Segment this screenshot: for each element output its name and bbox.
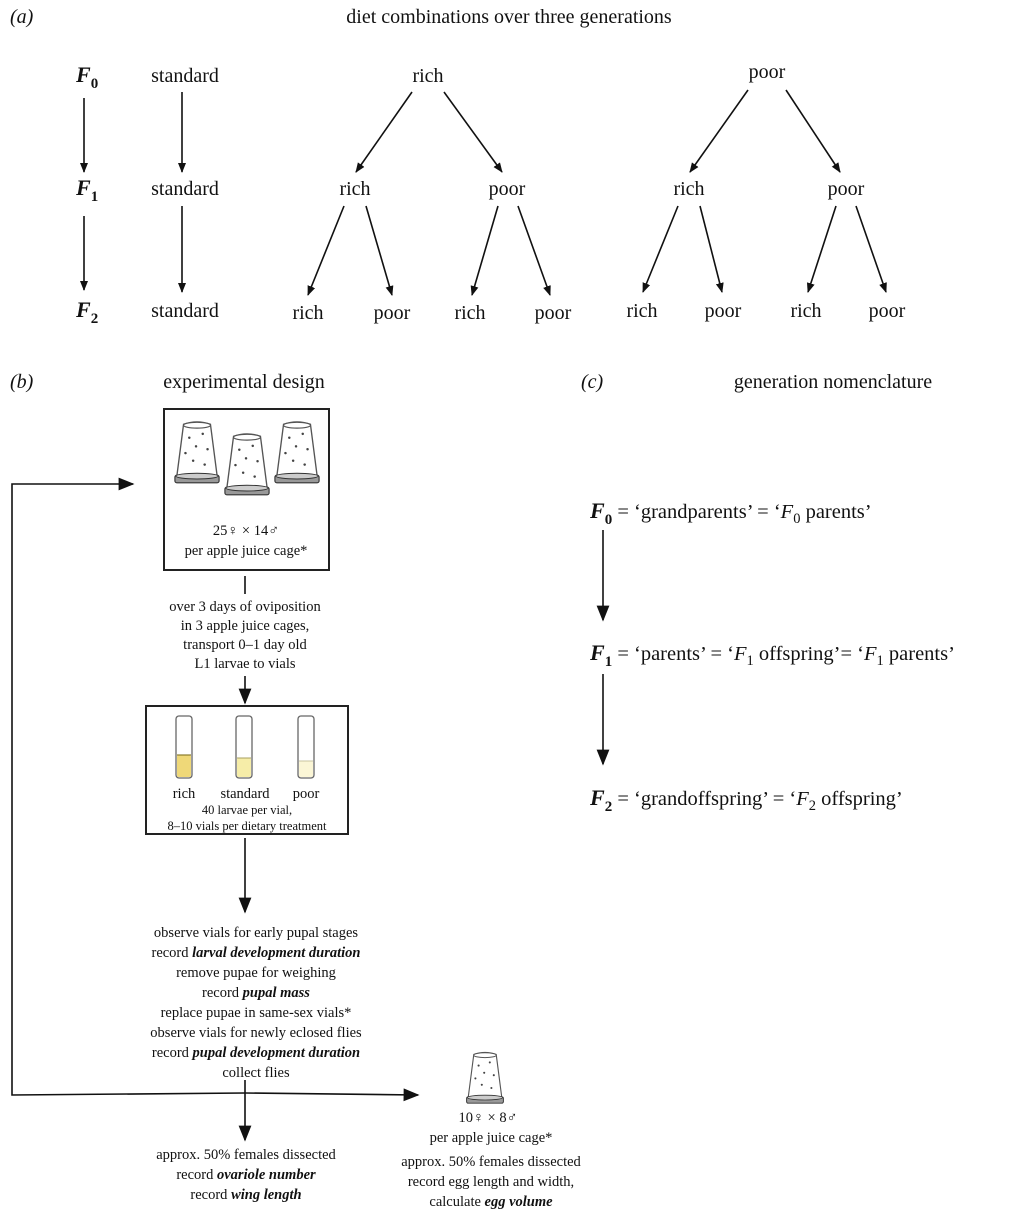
rich-tree-root: rich	[412, 65, 443, 87]
vial-note: 40 larvae per vial,	[202, 803, 292, 817]
protocol-step: record larval development duration	[151, 945, 360, 961]
poor-tree-root: poor	[749, 61, 786, 83]
protocol-step: record pupal mass	[202, 985, 310, 1001]
poor-tree-f1-poor: poor	[828, 178, 865, 200]
dissection-line: record wing length	[190, 1187, 301, 1203]
rich-tree-f2: poor	[374, 302, 411, 324]
protocol-steps: observe vials for early pupal stages rec…	[150, 925, 362, 1081]
nomenclature-f2: F2 = ‘grandoffspring’ = ‘F2 offspring’	[589, 785, 903, 815]
gen-label-f0: F0	[75, 62, 98, 92]
panel-c-label: (c)	[581, 371, 604, 393]
vial-label-rich: rich	[173, 786, 196, 802]
poor-tree-arrow	[642, 205, 679, 293]
protocol-step: record pupal development duration	[152, 1045, 360, 1061]
poor-tree-f2: rich	[626, 300, 657, 322]
vial-food	[177, 755, 191, 777]
dissection-right: approx. 50% females dissected record egg…	[401, 1154, 581, 1210]
rich-tree-f2: rich	[292, 302, 323, 324]
protocol-step: collect flies	[222, 1065, 290, 1081]
rich-tree-arrow	[470, 205, 499, 296]
nomenclature-f1: F1 = ‘parents’ = ‘F1 offspring’= ‘F1 par…	[589, 640, 955, 670]
panel-c-title: generation nomenclature	[734, 371, 932, 393]
rich-tree-f1-poor: poor	[489, 178, 526, 200]
vial-standard-icon	[235, 715, 253, 779]
poor-tree-f2: rich	[790, 300, 821, 322]
panel-b-label: (b)	[10, 371, 34, 393]
dissection-line: record ovariole number	[176, 1167, 316, 1183]
protocol-step: observe vials for newly eclosed flies	[150, 1025, 362, 1041]
gen-label-f1: F1	[75, 175, 98, 205]
vial-rich-icon	[175, 715, 193, 779]
panel-a-title: diet combinations over three generations	[346, 6, 672, 28]
panel-c: (c) generation nomenclature F0 = ‘grandp…	[581, 371, 955, 815]
rich-tree-arrow	[307, 205, 345, 296]
panel-a-label: (a)	[10, 6, 34, 28]
protocol-step: remove pupae for weighing	[176, 965, 336, 981]
poor-tree-arrow	[689, 89, 749, 173]
vial-label-poor: poor	[293, 786, 320, 802]
nomenclature-f0: F0 = ‘grandparents’ = ‘F0 parents’	[589, 498, 872, 528]
poor-tree-arrow	[806, 205, 837, 293]
vial-label-standard: standard	[220, 786, 270, 802]
rich-tree-f1-rich: rich	[339, 178, 370, 200]
dissection-line: calculate egg volume	[429, 1194, 553, 1210]
dissection-line: approx. 50% females dissected	[401, 1154, 581, 1170]
transfer-line: L1 larvae to vials	[194, 656, 295, 672]
poor-tree-arrow	[699, 205, 724, 293]
vial-food	[237, 758, 251, 777]
rich-tree-arrow	[443, 91, 503, 173]
poor-tree-f2: poor	[869, 300, 906, 322]
transfer-line: in 3 apple juice cages,	[181, 618, 309, 634]
standard-f0: standard	[151, 65, 219, 87]
fly-cage-icon	[466, 1051, 504, 1104]
dissection-line: record egg length and width,	[408, 1174, 574, 1190]
cage-count: 25♀ × 14♂	[213, 523, 279, 539]
poor-tree-arrow	[785, 89, 841, 173]
rich-tree-arrow	[517, 205, 551, 296]
transfer-line: transport 0–1 day old	[183, 637, 307, 653]
panel-a: (a) diet combinations over three generat…	[10, 6, 906, 327]
poor-tree-arrow	[855, 205, 887, 293]
branch-arrow-cage	[244, 1088, 420, 1102]
protocol-step: replace pupae in same-sex vials*	[161, 1005, 352, 1021]
panel-b: (b) experimental design 25♀ × 14♂ per ap…	[10, 371, 582, 1210]
rich-tree-arrow	[355, 91, 413, 173]
second-cage-count: 10♀ × 8♂	[459, 1110, 518, 1126]
transfer-line: over 3 days of oviposition	[169, 599, 321, 615]
rich-tree-f2: rich	[454, 302, 485, 324]
dissection-left: approx. 50% females dissected record ova…	[156, 1147, 336, 1203]
rich-tree-f2: poor	[535, 302, 572, 324]
gen-label-f2: F2	[75, 297, 98, 327]
second-cage-caption: per apple juice cage*	[430, 1130, 553, 1146]
vial-food	[299, 761, 313, 777]
standard-f1: standard	[151, 178, 219, 200]
panel-b-title: experimental design	[163, 371, 325, 393]
transfer-text: over 3 days of oviposition in 3 apple ju…	[169, 599, 321, 672]
vial-note: 8–10 vials per dietary treatment	[168, 819, 327, 833]
poor-tree-f1-rich: rich	[673, 178, 704, 200]
rich-tree-arrow	[365, 205, 394, 296]
protocol-step: observe vials for early pupal stages	[154, 925, 358, 941]
cage-caption: per apple juice cage*	[185, 543, 308, 559]
poor-tree-f2: poor	[705, 300, 742, 322]
standard-f2: standard	[151, 300, 219, 322]
feedback-loop-arrow	[11, 477, 246, 1096]
dissection-line: approx. 50% females dissected	[156, 1147, 336, 1163]
vial-poor-icon	[297, 715, 315, 779]
